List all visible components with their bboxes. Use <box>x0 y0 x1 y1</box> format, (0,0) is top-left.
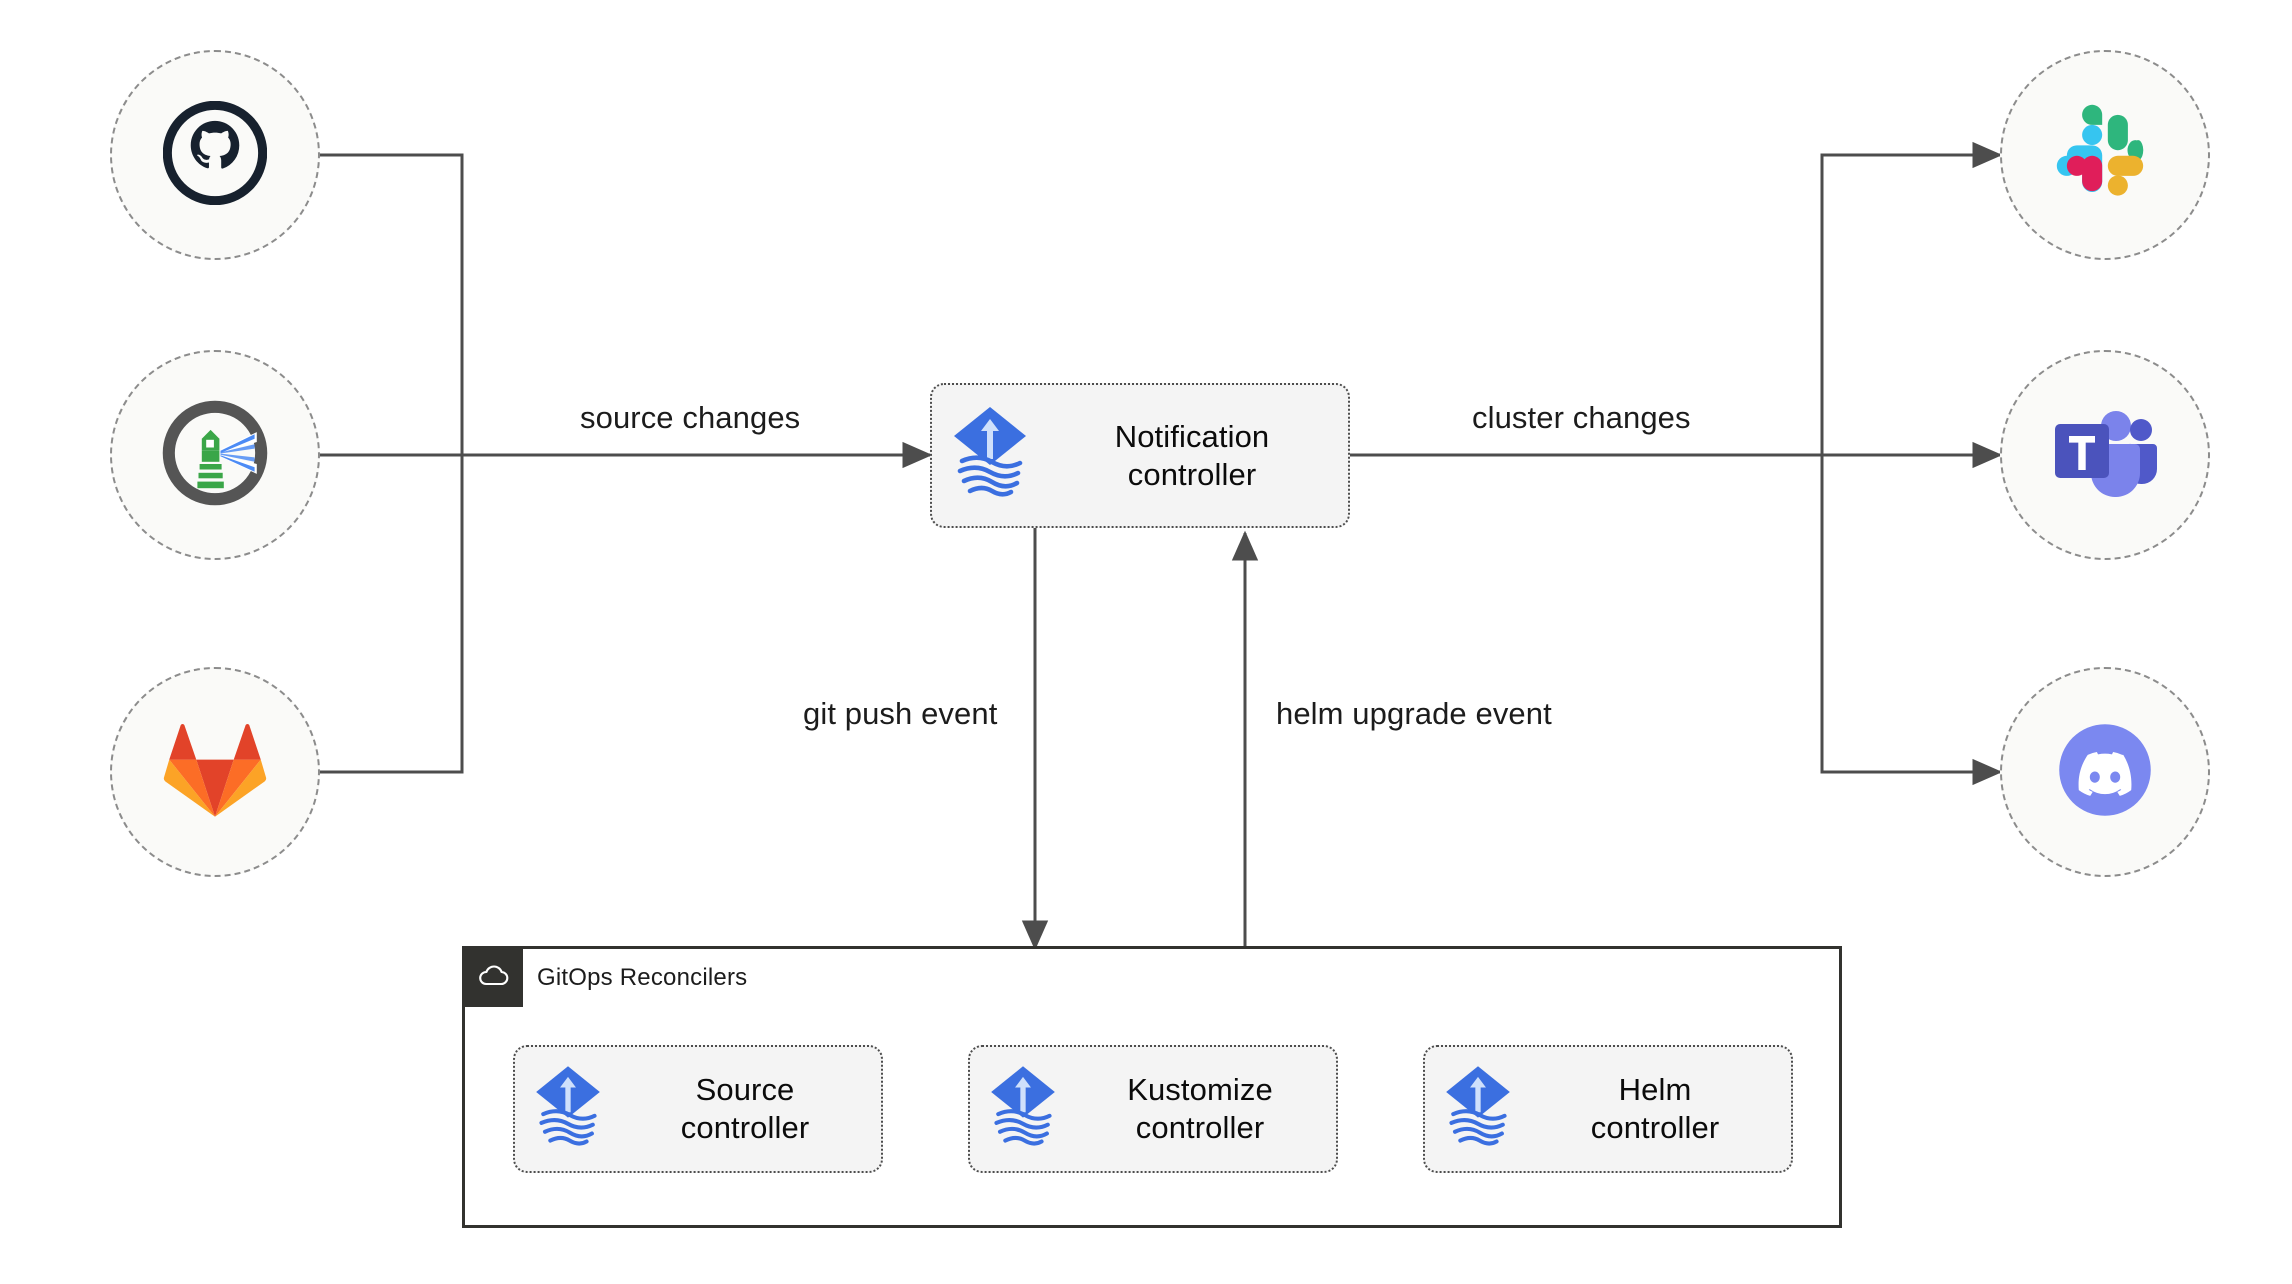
flux-icon <box>946 401 1034 510</box>
group-tab <box>465 949 523 1007</box>
wire-trunk-to-slack <box>1820 141 2003 455</box>
source-controller-label: Source controller <box>680 1072 810 1145</box>
wire-trunk-to-discord <box>1820 455 2003 786</box>
discord-icon <box>2053 718 2157 827</box>
notification-controller-box[interactable]: Notification controller <box>930 383 1350 528</box>
source-node-gitea[interactable] <box>110 350 320 560</box>
flux-icon <box>1439 1061 1517 1158</box>
edge-label-cluster-changes: cluster changes <box>1464 400 1699 436</box>
group-title: GitOps Reconcilers <box>537 964 748 991</box>
cloud-icon <box>477 964 511 993</box>
target-node-discord[interactable] <box>2000 667 2210 877</box>
gitea-icon <box>160 398 270 513</box>
kustomize-controller-box[interactable]: Kustomize controller <box>968 1045 1338 1173</box>
edge-label-helm-upgrade-event: helm upgrade event <box>1268 696 1560 732</box>
edge-label-git-push-event: git push event <box>795 696 1006 732</box>
gitops-reconcilers-group: GitOps Reconcilers Source controller <box>462 946 1842 1228</box>
microsoft-teams-icon <box>2053 404 2157 507</box>
gitlab-icon <box>163 721 267 824</box>
source-node-gitlab[interactable] <box>110 667 320 877</box>
helm-controller-box[interactable]: Helm controller <box>1423 1045 1793 1173</box>
source-node-github[interactable] <box>110 50 320 260</box>
flux-icon <box>984 1061 1062 1158</box>
notification-controller-label: Notification controller <box>1114 418 1270 492</box>
source-controller-box[interactable]: Source controller <box>513 1045 883 1173</box>
target-node-slack[interactable] <box>2000 50 2210 260</box>
flux-icon <box>529 1061 607 1158</box>
github-icon <box>162 100 268 210</box>
target-node-teams[interactable] <box>2000 350 2210 560</box>
helm-controller-label: Helm controller <box>1590 1072 1720 1145</box>
edge-label-source-changes: source changes <box>572 400 809 436</box>
kustomize-controller-label: Kustomize controller <box>1127 1072 1273 1145</box>
slack-icon <box>2056 104 2154 207</box>
